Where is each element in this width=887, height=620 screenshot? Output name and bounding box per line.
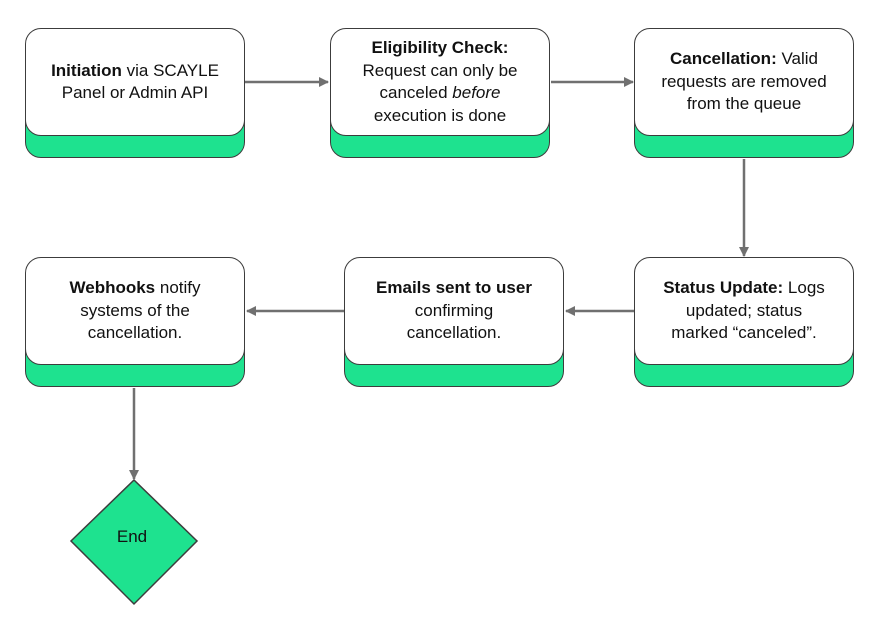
node-status-line-2: updated; status xyxy=(685,300,803,320)
node-status-update: Status Update: Logs updated; status mark… xyxy=(634,257,854,387)
node-cancellation-line-3: from the queue xyxy=(686,94,802,114)
node-initiation-line-1: via SCAYLE xyxy=(121,60,219,80)
node-emails-card: Emails sent to user confirming cancellat… xyxy=(344,257,564,365)
node-initiation-card: Initiation via SCAYLE Panel or Admin API xyxy=(25,28,245,136)
node-webhooks-card: Webhooks notify systems of the cancellat… xyxy=(25,257,245,365)
node-webhooks-line-3: cancellation. xyxy=(87,323,183,343)
node-emails-line-1: confirming xyxy=(414,300,494,320)
node-webhooks-text: Webhooks notify systems of the cancellat… xyxy=(70,277,201,345)
node-webhooks-title: Webhooks xyxy=(69,278,156,298)
node-webhooks: Webhooks notify systems of the cancellat… xyxy=(25,257,245,387)
node-cancellation-title: Cancellation: xyxy=(669,49,777,69)
end-diamond xyxy=(69,478,199,606)
node-webhooks-line-2: systems of the xyxy=(80,300,190,320)
node-status-line-3: marked “canceled”. xyxy=(671,323,817,343)
node-cancellation-card: Cancellation: Valid requests are removed… xyxy=(634,28,854,136)
node-cancellation-line-2: requests are removed xyxy=(661,71,827,91)
node-emails-text: Emails sent to user confirming cancellat… xyxy=(376,277,532,345)
node-status-card: Status Update: Logs updated; status mark… xyxy=(634,257,854,365)
node-eligibility-line-3: execution is done xyxy=(373,105,507,125)
node-status-text: Status Update: Logs updated; status mark… xyxy=(663,277,825,345)
node-cancellation: Cancellation: Valid requests are removed… xyxy=(634,28,854,158)
node-webhooks-line-1: notify xyxy=(155,278,201,298)
node-eligibility-check: Eligibility Check: Request can only be c… xyxy=(330,28,550,158)
node-emails: Emails sent to user confirming cancellat… xyxy=(344,257,564,387)
node-eligibility-line-2: canceled xyxy=(379,83,453,102)
node-initiation-title: Initiation xyxy=(51,60,122,80)
node-initiation: Initiation via SCAYLE Panel or Admin API xyxy=(25,28,245,158)
node-eligibility-text: Eligibility Check: Request can only be c… xyxy=(363,37,518,127)
node-eligibility-title: Eligibility Check: xyxy=(371,38,509,57)
node-eligibility-italic: before xyxy=(452,83,501,102)
node-emails-title: Emails sent to user xyxy=(376,278,532,298)
node-status-line-1: Logs xyxy=(783,278,825,298)
node-eligibility-line-1: Request can only be xyxy=(362,60,518,80)
node-cancellation-line-1: Valid xyxy=(776,49,818,69)
node-initiation-text: Initiation via SCAYLE Panel or Admin API xyxy=(51,60,219,105)
end-label: End xyxy=(116,527,148,546)
node-status-title: Status Update: xyxy=(663,278,784,298)
node-cancellation-text: Cancellation: Valid requests are removed… xyxy=(661,48,826,116)
node-emails-line-2: cancellation. xyxy=(406,323,502,343)
node-eligibility-card: Eligibility Check: Request can only be c… xyxy=(330,28,550,136)
node-initiation-line-2: Panel or Admin API xyxy=(61,83,209,102)
